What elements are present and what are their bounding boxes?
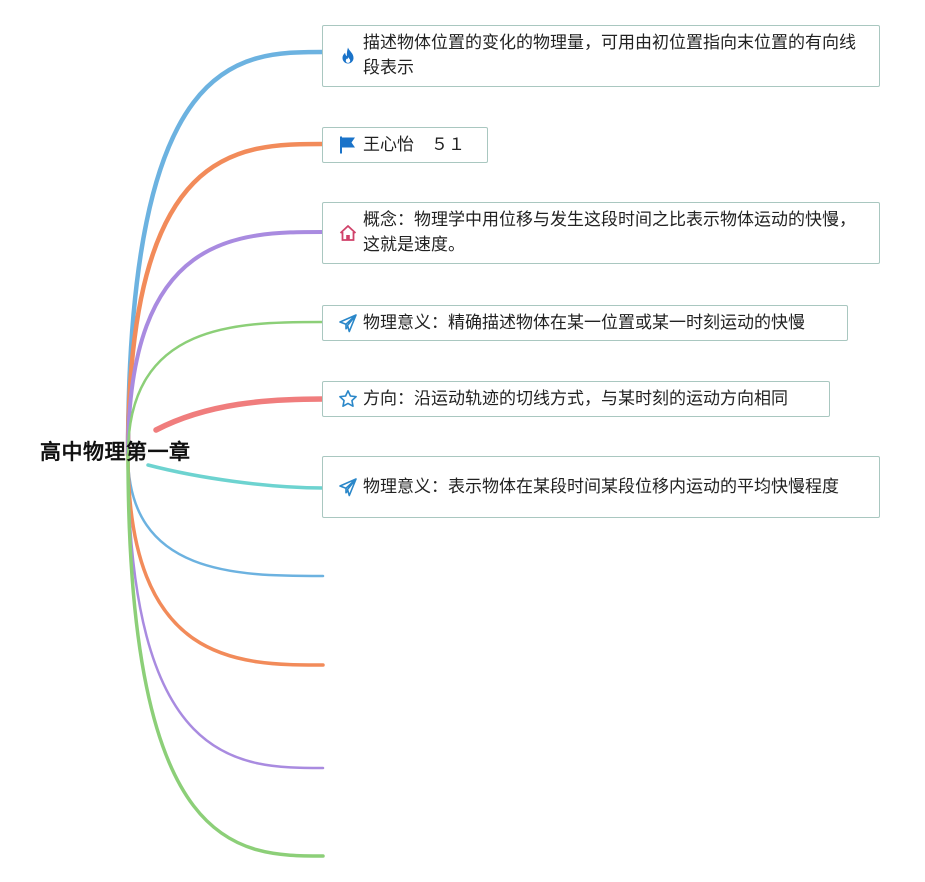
branch-line-5 <box>153 396 326 433</box>
branch-line-1 <box>125 49 326 458</box>
topic-text: 描述物体位置的变化的物理量，可用由初位置指向末位置的有向线段表示 <box>363 33 856 78</box>
branch-line-3 <box>126 230 325 457</box>
branch-line-2 <box>125 141 326 458</box>
fire-icon <box>337 45 359 67</box>
topic-node-average-meaning[interactable]: 物理意义：表示物体在某段时间某段位移内运动的平均快慢程度 <box>322 456 880 518</box>
root-topic[interactable]: 高中物理第一章 <box>40 440 191 464</box>
topic-text: 方向：沿运动轨迹的切线方式，与某时刻的运动方向相同 <box>363 388 788 409</box>
branch-line-10 <box>126 453 325 858</box>
branch-line-4 <box>126 320 325 457</box>
topic-node-name-tag[interactable]: 王心怡 ５１ <box>322 127 488 163</box>
topic-text: 物理意义：表示物体在某段时间某段位移内运动的平均快慢程度 <box>363 476 839 497</box>
topic-node-direction[interactable]: 方向：沿运动轨迹的切线方式，与某时刻的运动方向相同 <box>322 381 830 417</box>
topic-node-instantaneous-meaning[interactable]: 物理意义：精确描述物体在某一位置或某一时刻运动的快慢 <box>322 305 848 341</box>
star-icon <box>337 388 359 410</box>
topic-text: 概念：物理学中用位移与发生这段时间之比表示物体运动的快慢，这就是速度。 <box>363 210 856 255</box>
send-icon <box>337 312 359 334</box>
branch-line-7 <box>126 453 325 578</box>
topic-text: 物理意义：精确描述物体在某一位置或某一时刻运动的快慢 <box>363 312 805 333</box>
topic-node-displacement-definition[interactable]: 描述物体位置的变化的物理量，可用由初位置指向末位置的有向线段表示 <box>322 25 880 87</box>
branch-line-6 <box>146 463 325 490</box>
send-icon <box>337 476 359 498</box>
topic-text: 王心怡 ５１ <box>363 134 465 155</box>
branch-line-8 <box>126 453 325 667</box>
branch-line-9 <box>126 453 325 770</box>
topic-node-velocity-concept[interactable]: 概念：物理学中用位移与发生这段时间之比表示物体运动的快慢，这就是速度。 <box>322 202 880 264</box>
home-icon <box>337 222 359 244</box>
flag-icon <box>337 134 359 156</box>
